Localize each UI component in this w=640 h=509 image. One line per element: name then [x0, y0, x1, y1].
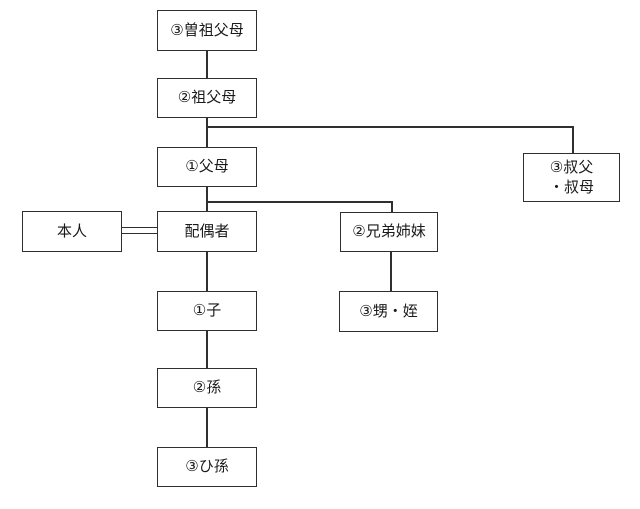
- node-spouse: 配偶者: [157, 211, 257, 252]
- node-grandparents: ②祖父母: [157, 78, 257, 118]
- connector-grandparents-parents: [206, 118, 208, 147]
- marriage-double-line: [122, 227, 157, 234]
- connector-parents-spouse: [206, 187, 208, 212]
- node-self: 本人: [22, 211, 122, 252]
- connector-branch-uncle-aunt-horizontal: [206, 126, 573, 128]
- node-nephew-niece: ③甥・姪: [339, 291, 438, 332]
- connector-child-grandchild: [206, 331, 208, 368]
- connector-spouse-child: [206, 252, 208, 291]
- connector-grandchild-great-grandchild: [206, 408, 208, 447]
- node-uncle-aunt: ③叔父 ・叔母: [523, 153, 620, 202]
- connector-siblings-nephew-niece: [390, 252, 392, 291]
- connector-branch-siblings-vertical: [391, 201, 393, 212]
- node-great-grandparents: ③曽祖父母: [157, 10, 257, 51]
- node-great-grandchild: ③ひ孫: [157, 447, 257, 487]
- node-child: ①子: [157, 291, 257, 331]
- node-siblings: ②兄弟姉妹: [340, 212, 438, 252]
- connector-branch-uncle-aunt-vertical: [572, 126, 574, 153]
- connector-branch-siblings-horizontal: [206, 201, 392, 203]
- node-grandchild: ②孫: [157, 368, 257, 408]
- node-parents: ①父母: [157, 147, 257, 187]
- connector-great-grandparents-grandparents: [206, 51, 208, 78]
